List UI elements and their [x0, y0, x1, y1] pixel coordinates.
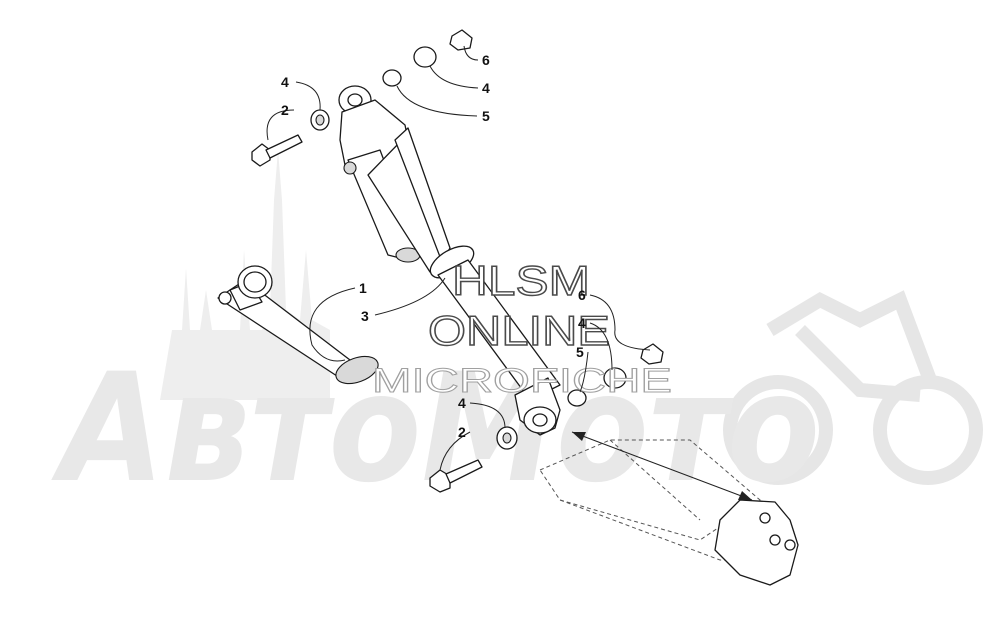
hlsm-line3: MICROFICHE	[372, 362, 672, 400]
leader-lines	[266, 45, 651, 471]
callout-5-right: 5	[576, 344, 584, 360]
washer-right	[603, 367, 627, 389]
callout-4-top-right: 4	[482, 80, 490, 96]
hlsm-line2: ONLINE	[428, 307, 610, 354]
callout-4-right: 4	[578, 315, 586, 331]
top-hardware	[251, 29, 473, 167]
hlsm-watermark: HLSM ONLINE MICROFICHE	[372, 256, 673, 400]
washer-top-right	[413, 46, 437, 68]
cap-top	[449, 29, 473, 51]
callout-1: 1	[359, 280, 367, 296]
callout-3: 3	[361, 308, 369, 324]
bottom-hardware	[429, 343, 664, 493]
bushing-bottom	[567, 389, 587, 407]
callout-6-top: 6	[482, 52, 490, 68]
bushing-top	[382, 69, 402, 87]
cap-right	[640, 343, 664, 365]
motorcycle-silhouette	[723, 290, 983, 485]
callout-5-top: 5	[482, 108, 490, 124]
callout-6-right: 6	[578, 287, 586, 303]
bolt-top	[251, 143, 271, 167]
callout-2-top: 2	[281, 102, 289, 118]
callouts: 4 2 6 4 5 1 3 6 4 5 4 2	[281, 52, 586, 440]
hlsm-line1: HLSM	[452, 257, 590, 304]
arrow-head-start	[572, 432, 586, 441]
callout-2-bottom: 2	[458, 424, 466, 440]
spanner-tool	[217, 265, 379, 385]
arrow-head-end	[738, 491, 752, 500]
callout-4-bottom: 4	[458, 395, 466, 411]
shock-absorber	[338, 85, 561, 436]
swingarm-outline	[539, 431, 799, 586]
callout-4-top-left: 4	[281, 74, 289, 90]
